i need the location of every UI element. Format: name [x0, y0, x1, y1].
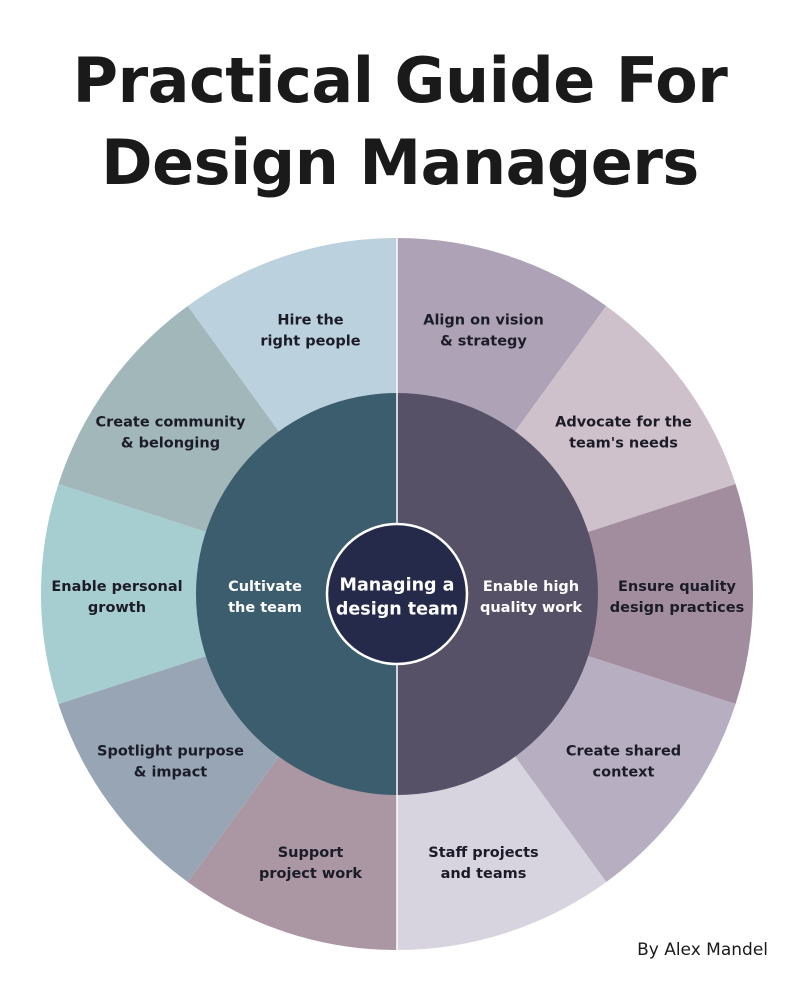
- author-credit: By Alex Mandel: [637, 940, 768, 960]
- outer-segment-label: Advocate for the team's needs: [555, 414, 692, 451]
- outer-segment-label-line: Create community: [96, 414, 247, 430]
- outer-segment-label-line: Staff projects: [428, 845, 538, 861]
- outer-segment-label-line: & strategy: [440, 334, 527, 350]
- outer-segment-label-line: & belonging: [121, 435, 220, 451]
- outer-segment-label-line: Advocate for the: [555, 414, 692, 430]
- title-line-2: Design Managers: [101, 126, 699, 199]
- outer-segment-label: Ensure quality design practices: [610, 579, 744, 616]
- middle-segment-label: Cultivate the team: [228, 579, 302, 616]
- outer-segment-label: Enable personal growth: [51, 579, 182, 616]
- center-label: Managing a design team: [336, 575, 458, 619]
- outer-segment-label-line: & impact: [134, 764, 208, 780]
- center-label-line: Managing a: [340, 575, 455, 595]
- outer-segment-label-line: and teams: [441, 866, 527, 882]
- center-label-line: design team: [336, 599, 458, 619]
- outer-segment-label-line: team's needs: [569, 435, 678, 451]
- outer-segment-label: Hire the right people: [260, 313, 360, 350]
- outer-segment-label-line: Ensure quality: [618, 579, 737, 595]
- outer-segment-label-line: Spotlight purpose: [97, 743, 244, 759]
- outer-segment-label: Spotlight purpose & impact: [97, 743, 244, 780]
- page-title: Practical Guide For Design Managers: [0, 40, 800, 204]
- outer-segment-label-line: Create shared: [566, 743, 681, 759]
- center-circle: [325, 522, 469, 666]
- center-hub: Managing a design team: [325, 522, 469, 666]
- middle-segment-label-line: Enable high: [483, 579, 579, 595]
- outer-segment-label: Create community & belonging: [96, 414, 247, 451]
- middle-segment-label-line: Cultivate: [228, 579, 302, 595]
- outer-segment-label-line: Align on vision: [423, 313, 544, 329]
- middle-segment: [397, 393, 598, 795]
- outer-segment-label-line: Hire the: [277, 313, 343, 329]
- outer-segment-label: Create shared context: [566, 743, 681, 780]
- outer-segment-label-line: project work: [259, 866, 362, 882]
- outer-segment-label-line: right people: [260, 334, 360, 350]
- outer-segment-label-line: Enable personal: [51, 579, 182, 595]
- middle-segment-label-line: the team: [228, 600, 302, 616]
- middle-segment-label-line: quality work: [480, 600, 582, 616]
- outer-segment-label: Support project work: [259, 845, 362, 882]
- title-line-1: Practical Guide For: [72, 44, 728, 117]
- outer-segment-label-line: design practices: [610, 600, 744, 616]
- outer-segment-label-line: growth: [88, 600, 146, 616]
- outer-segment-label: Align on vision & strategy: [423, 313, 544, 350]
- middle-segment-label: Enable high quality work: [480, 579, 582, 616]
- middle-ring: Cultivate the team Enable high quality work: [196, 393, 598, 795]
- outer-segment-label: Staff projects and teams: [428, 845, 538, 882]
- middle-segment: [196, 393, 397, 795]
- outer-segment-label-line: context: [593, 764, 655, 780]
- outer-segment-label-line: Support: [278, 845, 344, 861]
